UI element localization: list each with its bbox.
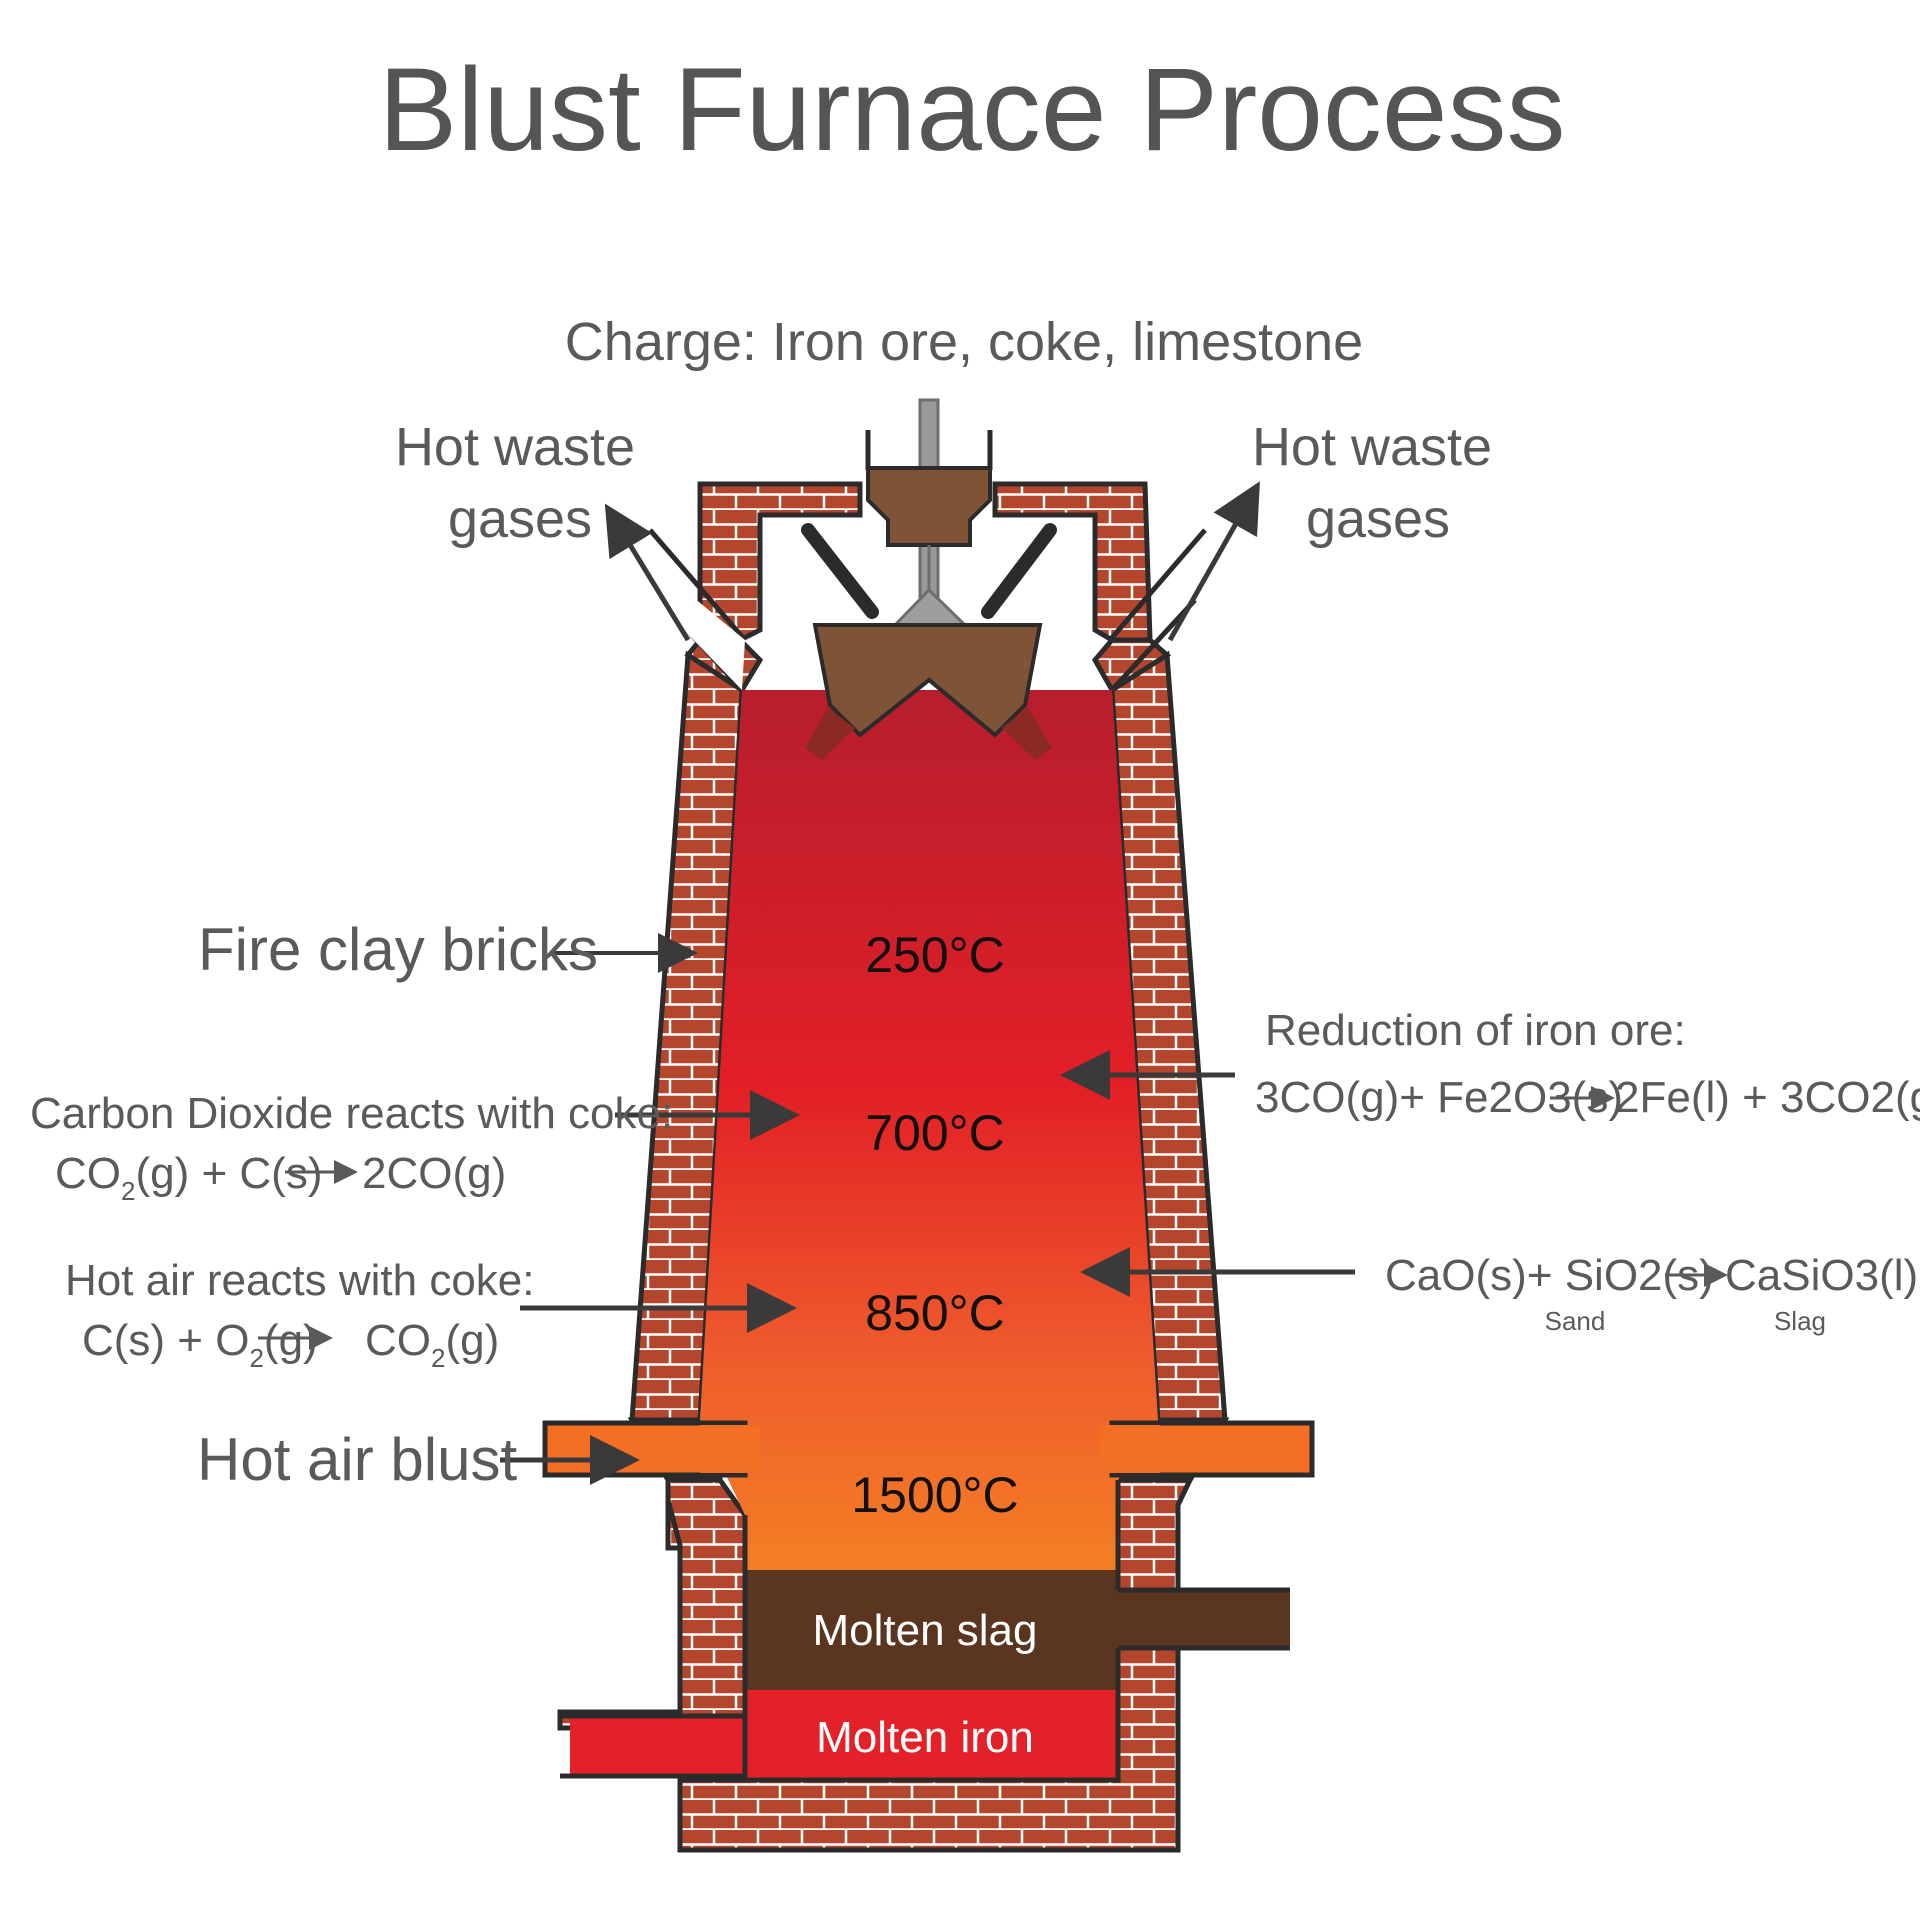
page-title: Blust Furnace Process bbox=[378, 44, 1565, 176]
temp-1500: 1500°C bbox=[851, 1467, 1018, 1523]
slag-reactants: CaO(s)+ SiO2(s) bbox=[1385, 1251, 1714, 1300]
waste-gases-left-line1: Hot waste bbox=[395, 417, 635, 477]
molten-slag-layer bbox=[745, 1570, 1290, 1690]
co2-coke-title: Carbon Dioxide reacts with coke: bbox=[30, 1089, 673, 1138]
slag-label: Slag bbox=[1774, 1306, 1826, 1336]
arrows bbox=[500, 481, 1355, 1485]
temp-700: 700°C bbox=[865, 1105, 1005, 1161]
slag-product: CaSiO3(l) bbox=[1725, 1251, 1918, 1300]
hopper-upper bbox=[866, 466, 992, 547]
charging-hopper bbox=[801, 398, 1057, 760]
molten-iron-label: Molten iron bbox=[816, 1713, 1034, 1762]
fire-clay-label: Fire clay bricks bbox=[198, 916, 598, 983]
hot-air-coke-title: Hot air reacts with coke: bbox=[65, 1256, 535, 1305]
waste-gas-ducts bbox=[648, 528, 1207, 692]
reduction-products: 2Fe(l) + 3CO2(g) bbox=[1615, 1073, 1920, 1122]
charge-label: Charge: Iron ore, coke, limestone bbox=[565, 312, 1363, 372]
molten-slag-label: Molten slag bbox=[812, 1606, 1037, 1655]
left-upper-wall bbox=[697, 481, 863, 643]
hot-air-coke-product: CO2(g) bbox=[365, 1316, 499, 1373]
temp-850: 850°C bbox=[865, 1285, 1005, 1341]
hot-air-blust-label: Hot air blust bbox=[197, 1426, 517, 1493]
reduction-title: Reduction of iron ore: bbox=[1265, 1006, 1686, 1055]
temp-250: 250°C bbox=[865, 927, 1005, 983]
hot-air-pipes bbox=[542, 1420, 1315, 1478]
sand-label: Sand bbox=[1545, 1306, 1606, 1336]
hot-air-coke-equation: C(s) + O2(g) bbox=[82, 1316, 318, 1373]
waste-gases-right-line1: Hot waste bbox=[1252, 417, 1492, 477]
bell-cone bbox=[812, 623, 1043, 738]
waste-gases-right-line2: gases bbox=[1306, 489, 1450, 549]
waste-gases-left-line2: gases bbox=[448, 489, 592, 549]
co2-coke-product: 2CO(g) bbox=[362, 1149, 506, 1198]
co2-coke-equation: CO2(g) + C(s) bbox=[55, 1149, 322, 1206]
right-upper-wall bbox=[992, 481, 1153, 643]
molten-iron-layer bbox=[560, 1690, 1118, 1780]
furnace-chamber bbox=[700, 690, 1158, 1570]
